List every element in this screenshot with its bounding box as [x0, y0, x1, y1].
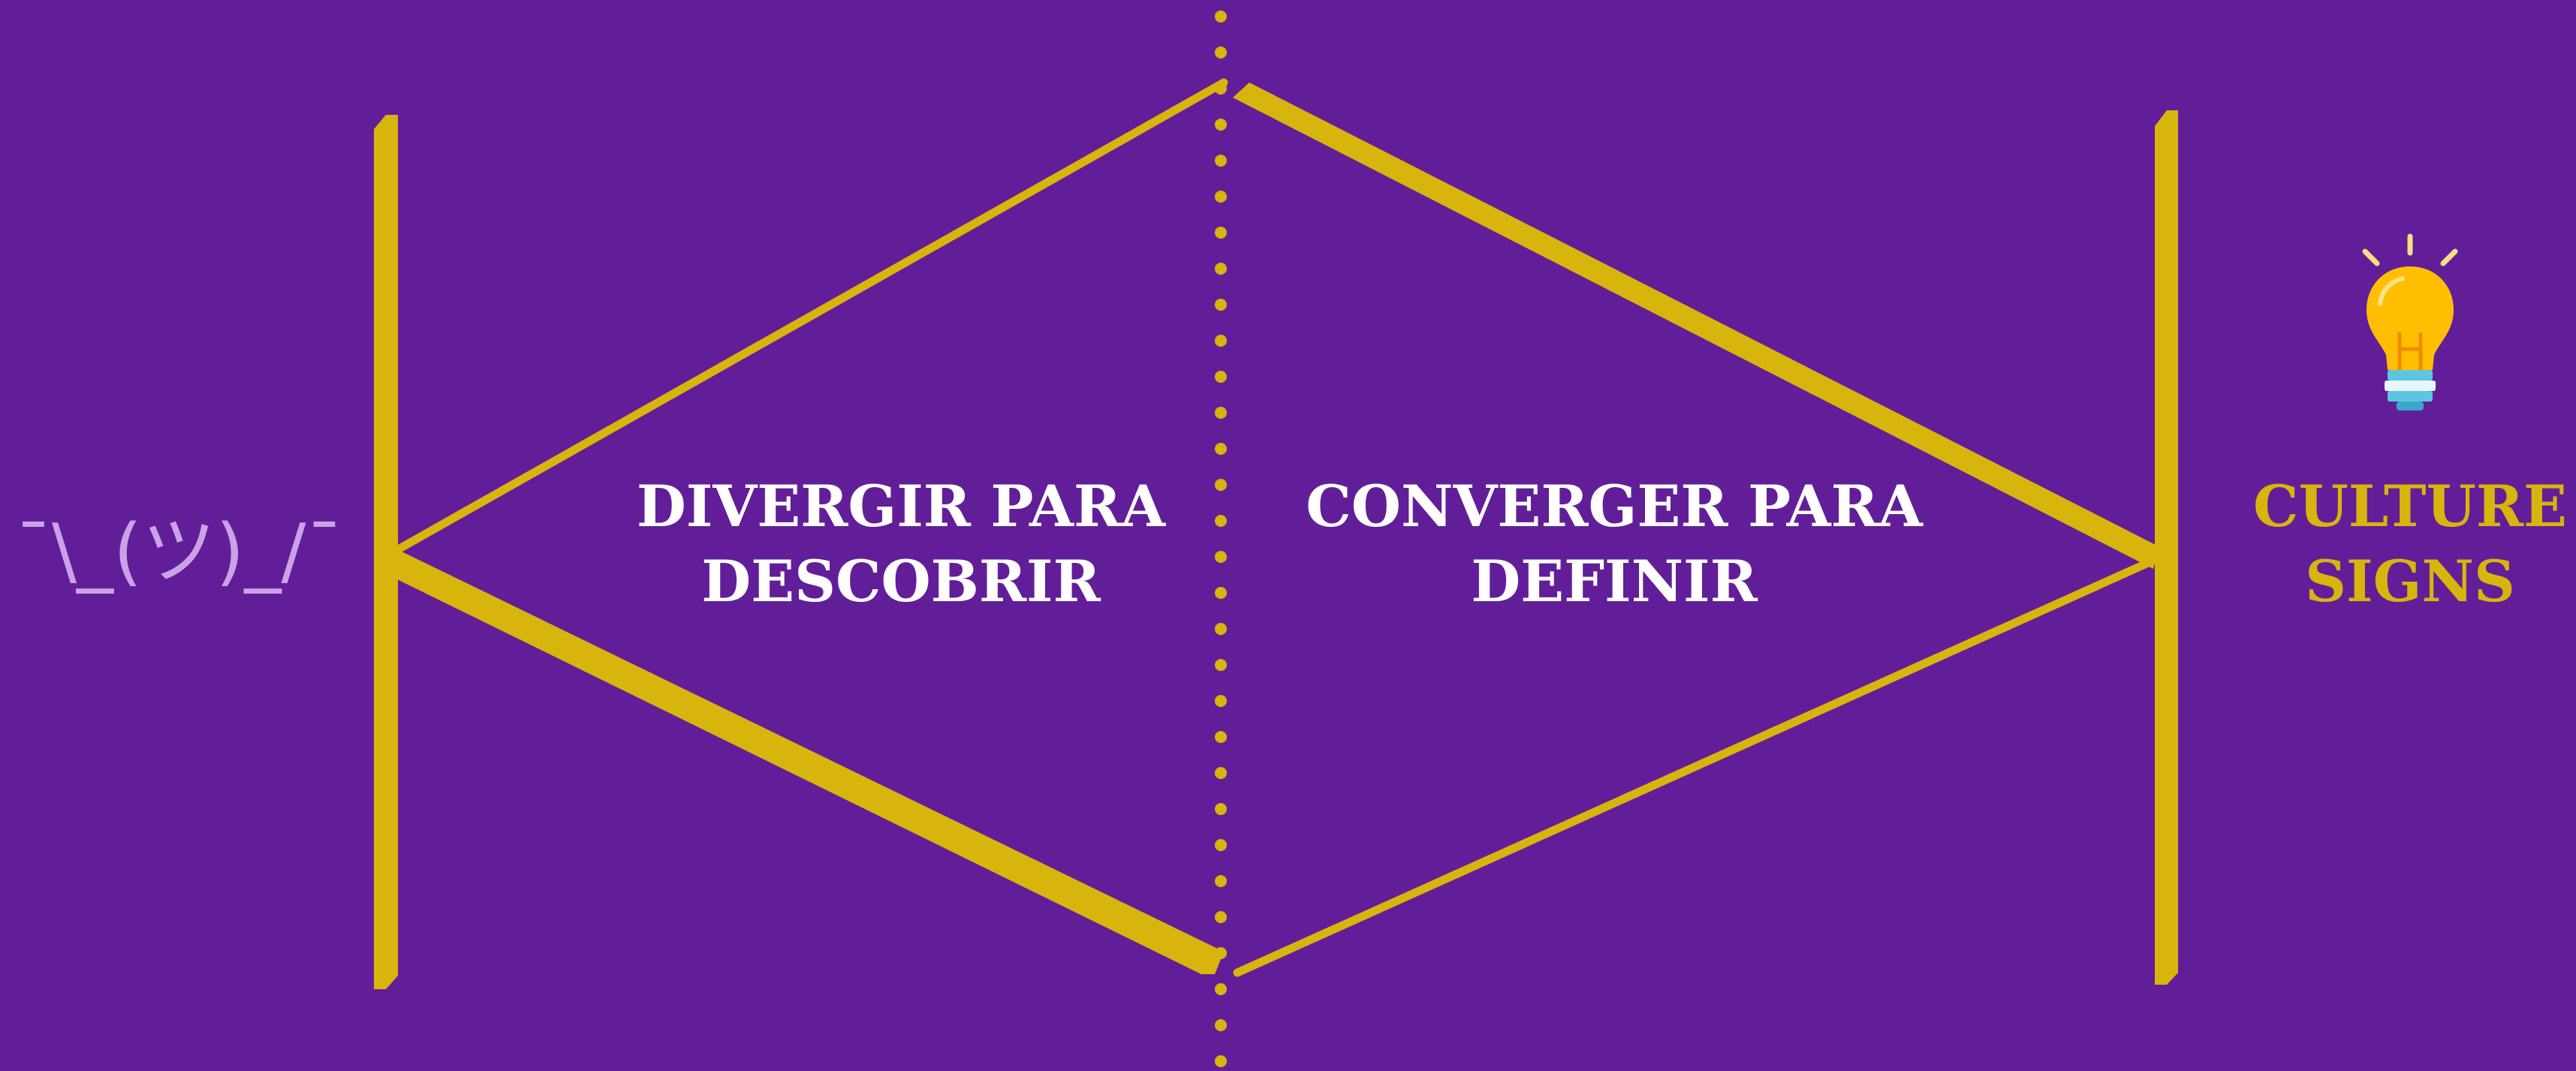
lightbulb-icon [2362, 233, 2458, 411]
shrug-emoticon: ¯\_(ツ)_/¯ [15, 509, 343, 594]
brand-label: CULTURE SIGNS [2222, 469, 2576, 619]
brand-label-line1: CULTURE [2253, 473, 2567, 540]
converge-label-line1: CONVERGER PARA [1306, 473, 1923, 540]
diverge-label: DIVERGIR PARA DESCOBRIR [571, 469, 1231, 619]
brand-label-line2: SIGNS [2305, 548, 2515, 615]
diverge-label-line2: DESCOBRIR [701, 548, 1101, 615]
converge-label-line2: DEFINIR [1471, 548, 1758, 615]
left-diamond-lower-edge [394, 548, 1224, 974]
right-diamond-upper-edge [1233, 83, 2159, 569]
left-diamond-upper-edge [390, 78, 1228, 556]
left-vertical-bar [374, 115, 398, 989]
diverge-label-line1: DIVERGIR PARA [636, 473, 1166, 540]
right-vertical-bar [2155, 110, 2178, 985]
converge-label: CONVERGER PARA DEFINIR [1276, 469, 1952, 619]
right-diamond-lower-edge [1233, 555, 2161, 977]
